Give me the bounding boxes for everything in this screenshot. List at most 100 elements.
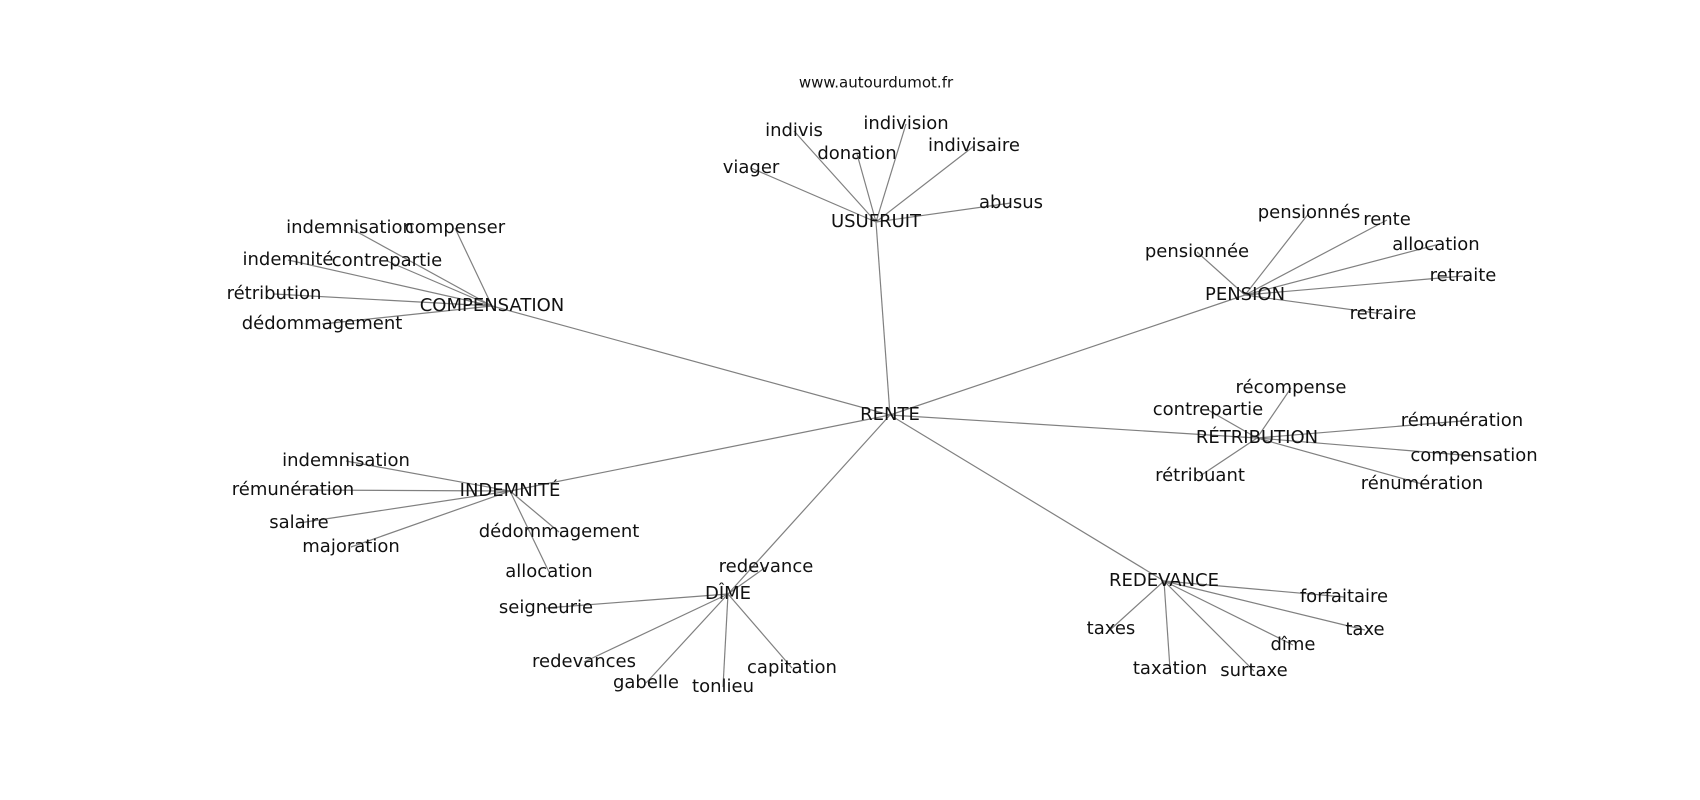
leaf-edge [1110, 580, 1165, 630]
leaf-edge [349, 227, 493, 307]
leaf-edge [1196, 251, 1246, 296]
leaf-edge [1256, 387, 1292, 439]
leaf-edge [727, 593, 793, 669]
leaf-node: allocation [1392, 234, 1479, 255]
leaf-node: rémunération [1401, 410, 1523, 431]
leaf-edge [583, 593, 729, 663]
leaf-edge [509, 490, 560, 533]
leaf-edge [750, 167, 877, 223]
leaf-edge [645, 593, 729, 684]
leaf-node: tonlieu [692, 676, 754, 697]
leaf-node: surtaxe [1220, 660, 1287, 681]
leaf-node: seigneurie [499, 597, 593, 618]
leaf-node: gabelle [613, 672, 679, 693]
leaf-edge [292, 489, 511, 492]
leaf-node: dîme [1270, 634, 1315, 655]
leaf-edge [722, 593, 729, 688]
leaf-node: contrepartie [332, 250, 442, 271]
leaf-edge [1244, 212, 1310, 296]
leaf-node: compensation [1410, 445, 1537, 466]
hub-edge [889, 414, 1165, 582]
hub-node: REDEVANCE [1109, 570, 1219, 591]
leaf-edge [509, 490, 550, 573]
hub-edge [889, 414, 1258, 439]
leaf-node: retraire [1350, 303, 1417, 324]
leaf-edge [1207, 409, 1258, 439]
leaf-edge [875, 202, 1012, 223]
leaf-node: rétribution [227, 283, 322, 304]
leaf-node: majoration [302, 536, 400, 557]
leaf-edge [298, 490, 511, 524]
leaf-node: retraite [1430, 265, 1497, 286]
leaf-node: contrepartie [1153, 399, 1263, 420]
leaf-edge [727, 566, 767, 595]
hub-edge [509, 414, 891, 492]
leaf-node: redevances [532, 651, 636, 672]
leaf-node: rente [1363, 209, 1411, 230]
graph-edges [273, 123, 1475, 688]
leaf-edge [1244, 294, 1384, 315]
leaf-edge [875, 145, 975, 223]
leaf-node: dédommagement [242, 313, 403, 334]
leaf-edge [386, 260, 493, 307]
leaf-node: dédommagement [479, 521, 640, 542]
leaf-edge [287, 259, 493, 307]
hub-node: DÎME [705, 582, 751, 604]
leaf-edge [875, 123, 907, 223]
leaf-edge [1244, 275, 1464, 296]
leaf-edge [1244, 244, 1437, 296]
hub-node: RÉTRIBUTION [1196, 426, 1318, 448]
leaf-node: indivisaire [928, 135, 1020, 156]
leaf-edge [856, 153, 877, 223]
leaf-node: taxes [1087, 618, 1136, 639]
leaf-edge [1256, 420, 1463, 439]
leaf-node: donation [817, 143, 896, 164]
leaf-edge [1256, 437, 1423, 485]
leaf-edge [454, 227, 493, 307]
leaf-edge [1163, 580, 1255, 672]
leaf-node: indemnisation [282, 450, 410, 471]
leaf-edge [1163, 580, 1345, 598]
leaf-node: compenser [405, 217, 506, 238]
hub-edge [889, 294, 1246, 416]
source-url: www.autourdumot.fr [799, 74, 954, 92]
leaf-edge [1244, 219, 1388, 296]
hub-node: USUFRUIT [831, 211, 922, 232]
leaf-node: indemnisation [286, 217, 414, 238]
leaf-node: capitation [747, 657, 837, 678]
leaf-node: allocation [505, 561, 592, 582]
leaf-node: indivision [863, 113, 948, 134]
hub-node: PENSION [1205, 284, 1285, 305]
leaf-node: rémunération [232, 479, 354, 500]
leaf-edge [793, 130, 877, 223]
leaf-node: salaire [269, 512, 329, 533]
leaf-edge [273, 293, 493, 307]
hub-edge [875, 221, 891, 416]
leaf-node: redevance [719, 556, 814, 577]
root-node: RENTE [860, 404, 920, 425]
leaf-node: indivis [765, 120, 823, 141]
leaf-node: rénumération [1361, 473, 1483, 494]
hub-edge [491, 305, 891, 416]
hub-node: COMPENSATION [420, 295, 565, 316]
leaf-node: abusus [979, 192, 1043, 213]
leaf-node: récompense [1236, 377, 1347, 398]
leaf-node: taxe [1345, 619, 1384, 640]
leaf-edge [545, 593, 729, 609]
leaf-node: forfaitaire [1300, 586, 1388, 607]
hub-node: INDEMNITÉ [460, 479, 561, 501]
leaf-edge [1163, 580, 1366, 631]
leaf-edge [1163, 580, 1294, 646]
leaf-edge [350, 490, 511, 548]
leaf-node: pensionnés [1258, 202, 1361, 223]
leaf-edge [1256, 437, 1475, 457]
leaf-node: indemnité [243, 249, 334, 270]
leaf-node: rétribuant [1155, 465, 1245, 486]
hub-edge [727, 414, 891, 595]
leaf-edge [321, 305, 493, 325]
leaf-node: viager [723, 157, 780, 178]
leaf-edge [1163, 580, 1171, 670]
leaf-node: taxation [1133, 658, 1207, 679]
